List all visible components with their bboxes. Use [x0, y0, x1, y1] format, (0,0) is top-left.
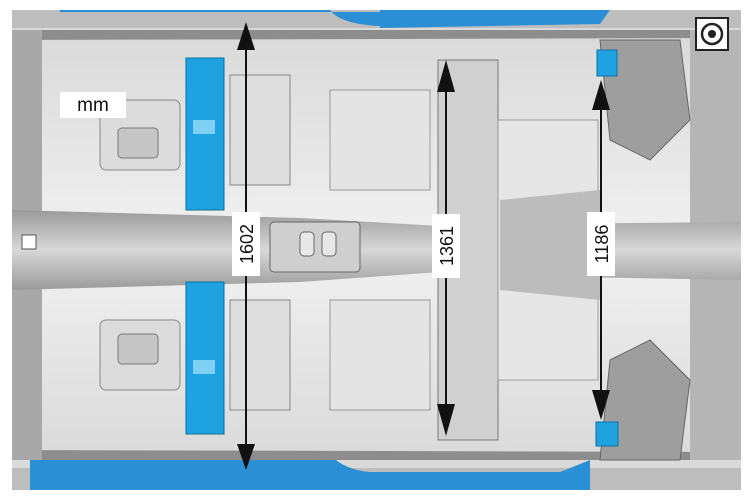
- dimension-label-box: [587, 212, 615, 276]
- arrow-head-bottom: [237, 444, 255, 470]
- floor-recess: [117, 127, 159, 159]
- rear-mount-lower: [595, 421, 619, 447]
- floor-rib-lower: [229, 299, 291, 411]
- reinforcement-hole: [193, 120, 215, 134]
- rocker-bottom-edge: [12, 450, 741, 460]
- floor-recess: [117, 333, 159, 365]
- dimension-label-box: [232, 212, 260, 276]
- front-reinforcement-lower: [185, 281, 225, 435]
- tunnel-plate: [269, 221, 361, 273]
- unit-label: mm: [77, 95, 109, 116]
- dimension-1602: 1602: [232, 22, 260, 470]
- reinforcement-hole: [193, 360, 215, 374]
- rocker-top-right: [380, 10, 610, 28]
- measurement-point-icon: [695, 17, 729, 51]
- arrow-head-top: [437, 60, 455, 92]
- rear-mount-upper: [596, 49, 618, 77]
- dimension-1186: 1186: [587, 80, 615, 420]
- tunnel-tab: [21, 234, 37, 250]
- dimension-label-box: [432, 214, 460, 278]
- arrow-head-bottom: [437, 404, 455, 436]
- rear-floor-hump: [500, 190, 600, 300]
- dimension-label-1602: 1602: [237, 224, 257, 264]
- dimension-label-1361: 1361: [437, 226, 457, 266]
- rear-tower-upper: [599, 39, 691, 161]
- rocker-bottom: [30, 455, 590, 490]
- unit-label-box: [60, 92, 126, 118]
- rocker-top-edge: [12, 30, 741, 40]
- plate-slot: [321, 231, 337, 257]
- arrow-head-top: [592, 80, 610, 110]
- dimension-1361: 1361: [432, 60, 460, 436]
- rear-tower-lower: [599, 339, 691, 461]
- floor-panel-mid-upper: [329, 89, 431, 191]
- floor-panel-mid-lower: [329, 299, 431, 411]
- plate-slot: [299, 231, 315, 257]
- arrow-head-bottom: [592, 390, 610, 420]
- dimension-label-1186: 1186: [592, 225, 612, 264]
- arrow-head-top: [237, 22, 255, 50]
- floor-rib-upper: [229, 74, 291, 186]
